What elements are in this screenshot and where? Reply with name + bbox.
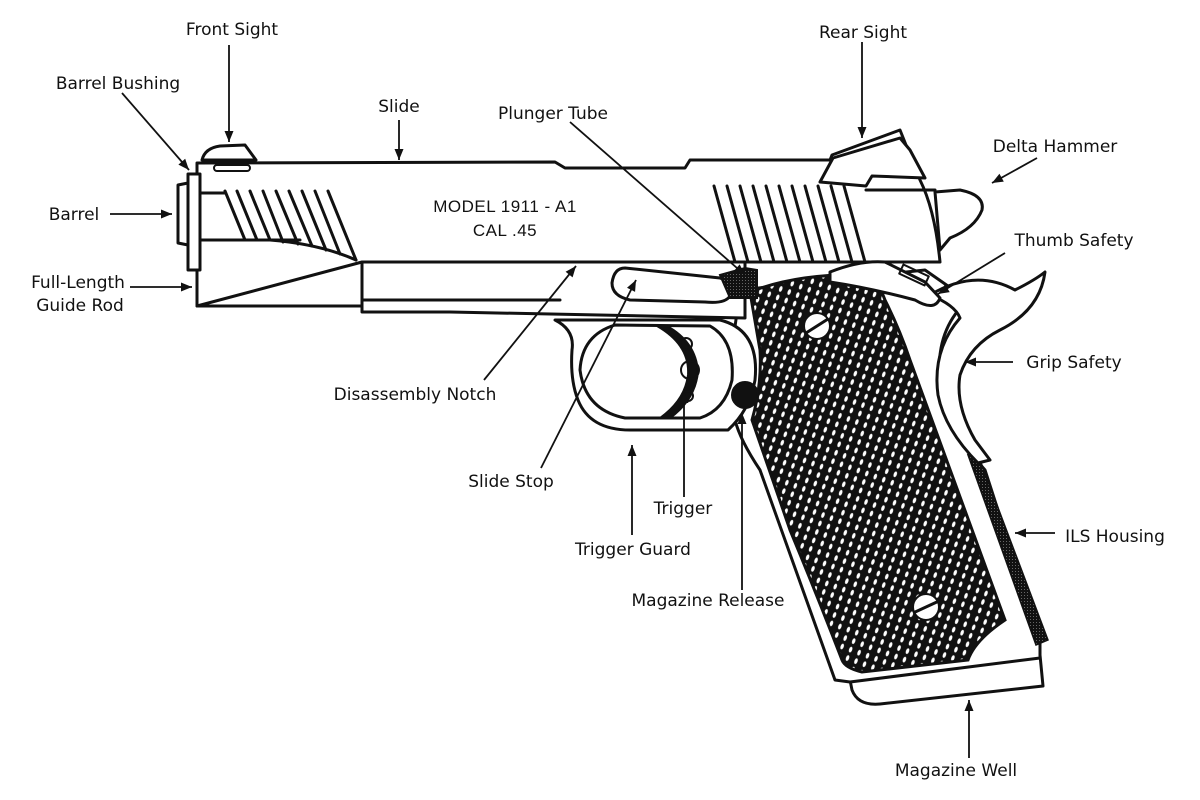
leader-delta-hammer [991,157,1038,184]
arrow-icon [627,280,636,292]
leader-thumb-safety [937,252,1006,295]
rear-sight-shape [818,136,927,188]
leader-lines [110,42,1055,758]
leader-line [540,279,637,469]
label-trigger: Trigger [653,499,713,519]
label-rear-sight: Rear Sight [819,23,907,43]
leader-line [121,92,190,171]
leader-line [569,121,746,276]
leader-rear-sight [857,42,867,138]
thumb-safety-shape [828,260,942,307]
grip-safety-shape [928,270,1047,465]
arrow-icon [964,700,974,711]
leader-plunger-tube [569,121,746,276]
arrow-icon [224,131,234,142]
magazine-well-shape [848,653,1045,706]
arrow-icon [161,209,172,219]
leader-full-length-guide-rod [130,282,192,292]
label-full-length: Full-Length [31,273,125,293]
slide-stamp-line1: MODEL 1911 - A1 [433,197,577,216]
thumb-safety-lever [898,263,930,287]
grip-screw-bottom [912,593,940,621]
leader-magazine-well [964,700,974,758]
hammer-shape [933,188,984,252]
arrow-icon [857,127,867,138]
label-magazine-release: Magazine Release [632,591,785,611]
grip-screw-top [803,312,831,340]
label-disassembly-notch: Disassembly Notch [334,385,497,405]
leader-line [937,252,1006,295]
label-delta-hammer: Delta Hammer [993,137,1118,157]
arrow-icon [565,266,576,278]
leader-trigger [679,392,689,497]
leader-disassembly-notch [483,265,577,381]
arrow-icon [1015,528,1026,538]
trigger-hole-2 [680,360,700,380]
front-sight-shape [200,143,258,162]
front-sight-base [213,164,251,172]
magazine-release-button [731,381,759,409]
leader-barrel [110,209,172,219]
leader-ils-housing [1015,528,1055,538]
part-labels: Front Sight Barrel Bushing Slide Plunger… [31,20,1165,781]
label-slide-stop: Slide Stop [468,472,554,492]
leader-slide [394,120,404,160]
trigger-guard-inner [578,323,734,420]
pistol-drawing: MODEL 1911 - A1 CAL .45 [176,128,1049,706]
trigger-hole-1 [679,337,693,351]
label-guide-rod: Guide Rod [36,296,124,316]
arrow-icon [178,158,189,170]
arrow-icon [733,264,745,275]
leader-magazine-release [737,413,747,590]
leader-barrel-bushing [121,92,190,171]
label-trigger-guard: Trigger Guard [574,540,691,560]
arrow-icon [938,284,950,294]
slide-stamp-line2: CAL .45 [473,221,537,240]
arrow-icon [394,149,404,160]
leader-front-sight [224,45,234,142]
label-plunger-tube: Plunger Tube [498,104,608,124]
arrow-icon [181,282,192,292]
barrel-shape [176,181,190,247]
arrow-icon [737,413,747,424]
rear-serrations [712,184,867,264]
barrel-bushing-shape [186,172,202,272]
label-thumb-safety: Thumb Safety [1013,231,1133,251]
label-front-sight: Front Sight [186,20,278,40]
label-ils-housing: ILS Housing [1065,527,1165,547]
label-magazine-well: Magazine Well [895,761,1017,781]
label-barrel-bushing: Barrel Bushing [56,74,180,94]
label-grip-safety: Grip Safety [1026,353,1121,373]
leader-grip-safety [965,357,1013,367]
arrow-icon [965,357,976,367]
front-serrations [223,189,358,262]
slide-shape [195,128,942,308]
label-barrel: Barrel [49,205,100,225]
arrow-icon [679,392,689,403]
arrow-icon [627,445,637,456]
leader-slide-stop [540,279,637,469]
leader-line [483,265,577,381]
leader-trigger-guard [627,445,637,535]
label-slide: Slide [378,97,420,117]
arrow-icon [992,173,1004,183]
